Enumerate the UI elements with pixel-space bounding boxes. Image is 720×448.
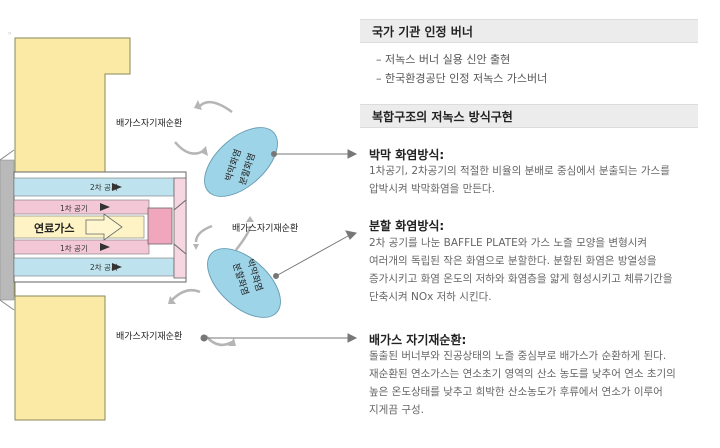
section-body-split-flame: 2차 공기를 나눈 BAFFLE PLATE와 가스 노즐 모양을 변형시켜 여… <box>369 234 709 306</box>
primary-air-channel-bottom <box>13 239 150 255</box>
section-line: 돌출된 버너부와 진공상태의 노즐 중심부로 배가스가 순환하게 된다. <box>369 350 667 362</box>
section-line: 1차공기, 2차공기의 적절한 비율의 분배로 중심에서 분출되는 가스를 <box>369 165 670 177</box>
section-line: 단축시켜 NOx 저하 시킨다. <box>369 291 492 303</box>
section-line: 2차 공기를 나눈 BAFFLE PLATE와 가스 노즐 모양을 변형시켜 <box>369 237 648 249</box>
primary-air-channel-top <box>13 199 150 215</box>
recirc-label-mid: 배가스자기재순환 <box>232 222 298 234</box>
recirc-label-bottom: 배가스자기재순환 <box>116 330 182 342</box>
recirc-label-top: 배가스자기재순환 <box>116 117 182 129</box>
connector-line-2 <box>275 235 349 277</box>
secondary-air-label-top: 2차 공기 <box>90 183 118 192</box>
section-line: 여러개의 독립된 작은 화염으로 분할한다. 분할된 화염은 방열성을 <box>369 255 657 267</box>
section-title-thin-film-flame: 박막 화염방식: <box>369 148 445 162</box>
flame-ellipse-bottom <box>207 248 281 318</box>
secondary-air-label-bottom: 2차 공기 <box>90 263 118 272</box>
section-line: 증가시키고 화염 온도의 저하와 화염층을 얇게 형성시키고 체류기간을 <box>369 273 673 285</box>
bullet-item-2: – 한국환경공단 인정 저녹스 가스버너 <box>376 72 548 85</box>
primary-air-label-top: 1차 공기 <box>60 204 88 213</box>
svg-text:。: 。 <box>8 27 17 37</box>
section-line: 높은 온도상태를 낮추고 희박한 산소농도가 후류에서 연소가 이루어 <box>369 386 663 398</box>
fuel-flow-arrow <box>85 213 123 241</box>
gas-nozzle <box>147 207 173 245</box>
section-body-thin-film-flame: 1차공기, 2차공기의 적절한 비율의 분배로 중심에서 분출되는 가스를 압박… <box>369 162 709 198</box>
section-line: 압박시켜 박막화염을 만든다. <box>369 183 495 195</box>
section-line: 지게끔 구성. <box>369 404 424 416</box>
header-certified-burner: 국가 기관 인정 버너 <box>360 19 698 43</box>
bullet-item-1: – 저녹스 버너 실용 신안 출현 <box>376 53 511 66</box>
section-body-recirculation: 돌출된 버너부와 진공상태의 노즐 중심부로 배가스가 순환하게 된다. 재순환… <box>369 347 709 419</box>
section-title-recirculation: 배가스 자기재순환: <box>369 333 467 347</box>
burner-diagram: 。 2차 공기 1차 공기 연료가스 1차 공기 2차 공기 <box>0 27 358 421</box>
header-low-nox-method: 복합구조의 저녹스 방식구현 <box>360 104 698 128</box>
section-title-split-flame: 분할 화염방식: <box>369 219 445 233</box>
fuel-gas-label: 연료가스 <box>34 221 74 235</box>
section-line: 재순환된 연소가스는 연소초기 영역의 산소 농도를 낮추어 연소 초기의 <box>369 368 676 380</box>
flame-ellipse-top <box>204 127 278 197</box>
primary-air-label-bottom: 1차 공기 <box>60 244 88 253</box>
